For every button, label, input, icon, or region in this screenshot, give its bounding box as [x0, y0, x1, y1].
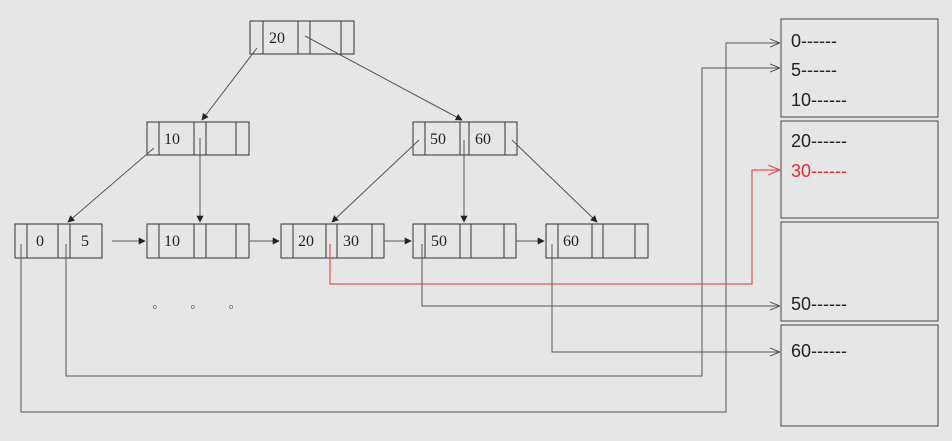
- leaf5-key-60: 60: [563, 233, 579, 250]
- pointer-to-record-0: [20, 43, 779, 413]
- tree-edges: [67, 35, 598, 223]
- leaf2-key-10: 10: [164, 233, 180, 250]
- leaf-node-4: 50: [412, 223, 517, 259]
- data-page-2: [780, 120, 939, 219]
- record-5: 5------: [791, 60, 837, 80]
- edge-right-to-leaf5: [511, 139, 598, 223]
- pointer-to-record-5: [65, 68, 779, 377]
- record-50: 50------: [791, 294, 847, 314]
- root-node: 20: [249, 20, 355, 55]
- internal-node-right: 50 60: [412, 121, 518, 156]
- internal-right-key-50: 50: [430, 131, 446, 148]
- record-60: 60------: [791, 341, 847, 361]
- ellipsis: ◦ ◦ ◦: [152, 299, 248, 316]
- data-page-3: [780, 221, 939, 322]
- leaf-node-3: 20 30: [280, 223, 385, 259]
- record-30: 30------: [791, 161, 847, 181]
- record-20: 20------: [791, 131, 847, 151]
- pointer-to-record-30: [329, 170, 779, 285]
- record-pointers: [20, 43, 779, 413]
- data-pages: 0------ 5------ 10------ 20------ 30----…: [780, 18, 939, 427]
- root-key-20: 20: [269, 30, 285, 47]
- leaf-node-1: 0 5: [14, 223, 103, 259]
- leaf1-key-0: 0: [36, 233, 44, 250]
- leaf1-key-5: 5: [81, 233, 89, 250]
- record-10: 10------: [791, 90, 847, 110]
- internal-right-key-60: 60: [475, 131, 491, 148]
- pointer-to-record-60: [551, 244, 779, 352]
- leaf4-key-50: 50: [431, 233, 447, 250]
- leaf-node-5: 60: [545, 223, 649, 259]
- internal-left-key-10: 10: [164, 131, 180, 148]
- edge-root-to-right: [304, 35, 463, 121]
- leaf3-key-20: 20: [298, 233, 314, 250]
- edge-right-to-leaf3: [331, 139, 420, 223]
- data-page-4: [780, 324, 939, 427]
- record-0: 0------: [791, 31, 837, 51]
- pointer-to-record-50: [421, 244, 779, 306]
- leaf3-key-30: 30: [343, 233, 359, 250]
- leaf-node-2: 10: [146, 223, 250, 259]
- internal-node-left: 10: [146, 121, 250, 156]
- data-page-1: [780, 18, 939, 118]
- edge-root-to-left: [201, 47, 258, 121]
- edge-left-to-leaf1: [67, 147, 155, 223]
